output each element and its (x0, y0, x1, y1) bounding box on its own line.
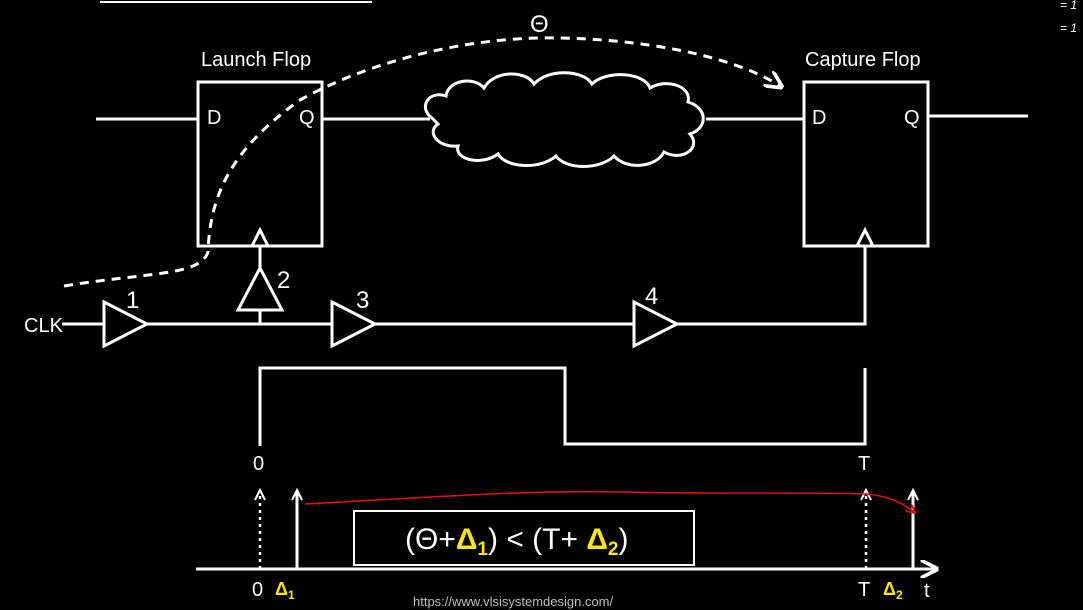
launch-flop: Launch Flop D Q (196, 49, 324, 248)
corner-mark-1: = 1 (1060, 0, 1077, 12)
capture-flop-d-pin: D (812, 107, 826, 129)
corner-mark-2: = 1 (1060, 21, 1077, 35)
data-path-dashed-arrow (63, 36, 780, 288)
launch-flop-title: Launch Flop (201, 49, 311, 71)
source-url: https://www.vlsisystemdesign.com/ (413, 594, 614, 609)
clk-wire-buf4-capture (677, 246, 867, 326)
axis-delta2-label: Δ2 (883, 579, 903, 602)
theta-label: Θ (530, 11, 549, 38)
clock-buffer-2 (235, 264, 285, 312)
launch-flop-q-pin: Q (299, 107, 315, 129)
zero-marker-arrowhead (254, 487, 266, 501)
axis-T-label: T (858, 579, 870, 601)
capture-flop-clock-pin (854, 226, 876, 248)
launch-flop-clock-pin (249, 226, 271, 248)
equation-box (353, 510, 695, 566)
launch-flop-d-pin: D (207, 107, 221, 129)
combinational-logic-cloud (424, 71, 705, 168)
waveform-T-label: T (858, 453, 870, 475)
clk-label: CLK (24, 315, 64, 337)
axis-delta1-label: Δ1 (275, 579, 295, 602)
clock-buffer-1-label: 1 (126, 287, 139, 314)
clock-buffer-1 (102, 299, 151, 349)
axis-t-label: t (924, 580, 930, 602)
delta1-marker-arrowhead (291, 487, 303, 501)
waveform-zero-label: 0 (253, 453, 264, 475)
red-annotation-arrow (304, 490, 914, 512)
capture-flop-q-pin: Q (904, 107, 920, 129)
clock-buffer-2-label: 2 (277, 267, 290, 294)
delta2-marker-arrowhead (907, 487, 919, 501)
clock-buffer-4-label: 4 (645, 283, 658, 310)
clock-buffer-4 (632, 299, 681, 349)
axis-zero-label: 0 (252, 579, 263, 601)
capture-flop-title: Capture Flop (805, 49, 921, 71)
setup-equation: (Θ+Δ1) < (T+ Δ2) (405, 523, 629, 560)
clock-buffer-3 (330, 299, 379, 349)
T-marker-arrowhead (860, 487, 872, 501)
clock-buffer-3-label: 3 (356, 287, 369, 314)
capture-flop: Capture Flop D Q (802, 49, 930, 248)
clock-waveform (258, 366, 867, 446)
